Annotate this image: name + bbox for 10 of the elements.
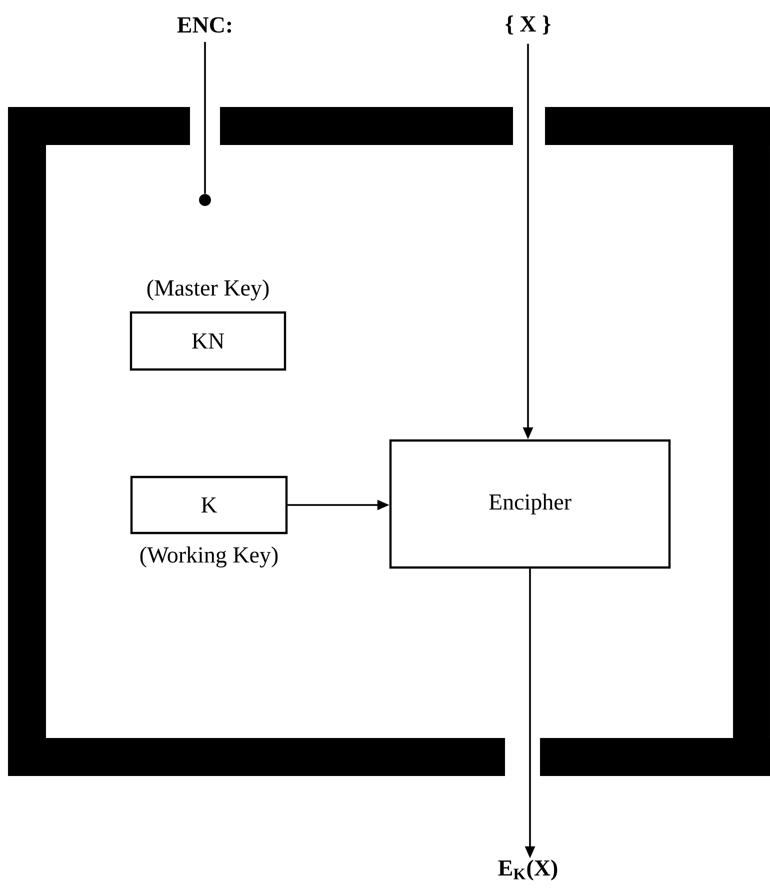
enclosure-wall: [8, 107, 770, 776]
box-caption: (Working Key): [140, 546, 278, 568]
box-caption: (Master Key): [147, 280, 269, 300]
terminal-dot: [199, 194, 211, 206]
signal-label: E$_{K}$(X): [498, 860, 558, 880]
process-box: Encipher: [389, 439, 671, 569]
signal-label: { X }: [506, 15, 550, 35]
key-box: K: [130, 476, 288, 534]
signal-label: ENC:: [177, 17, 232, 33]
key-box: KN: [130, 311, 286, 371]
